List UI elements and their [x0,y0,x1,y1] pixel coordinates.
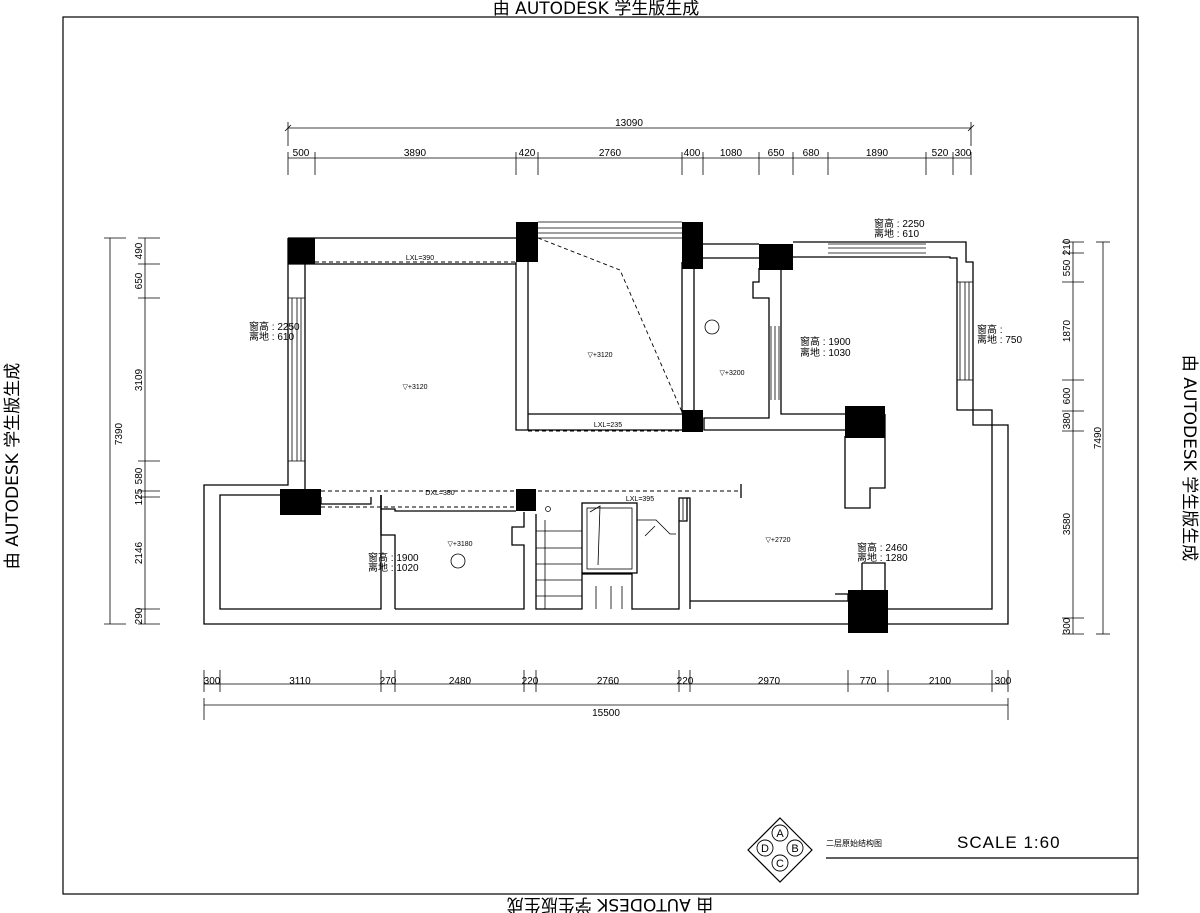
right-dim-7: 300 [1062,617,1073,634]
left-dim-6: 2146 [134,541,145,564]
top-dim-2: 3890 [404,148,427,159]
right-dim-4: 600 [1062,387,1073,404]
window-note-left-upper-sill: 离地 : 610 [249,330,294,343]
beam-label-top-left: LXL=390 [406,255,434,262]
right-dim-2: 550 [1062,259,1073,276]
right-dim-1: 210 [1062,238,1073,255]
top-dim-8: 680 [803,148,820,159]
left-total-dimension: 7390 [114,422,125,445]
beam-label-middle: LXL=235 [594,422,622,429]
top-dim-10: 520 [932,148,949,159]
window-note-lower-right-sill: 离地 : 1280 [857,551,908,564]
compass-letter-a: A [776,828,784,840]
bottom-dimension-chain: 300 3110 270 2480 220 2760 220 2970 770 … [203,670,1012,720]
window-note-right-edge-sill: 离地 : 750 [977,333,1022,346]
top-dim-7: 650 [768,148,785,159]
top-total-dimension: 13090 [615,118,643,129]
bottom-dim-10: 2100 [929,676,952,687]
window-note-lower-left-sill: 离地 : 1020 [368,561,419,574]
top-dim-4: 2760 [599,148,622,159]
structural-columns [280,222,888,633]
beam-label-lower: DXL=380 [425,490,454,497]
bottom-total-dimension: 15500 [592,708,620,719]
level-room-center: ▽+3120 [587,352,612,359]
left-dim-2: 650 [134,272,145,289]
left-dim-4: 580 [134,467,145,484]
level-room-right-small: ▽+3200 [719,370,744,377]
top-dim-11: 300 [955,148,972,159]
watermark-bottom: 由 AUTODESK 学生版生成 [507,894,713,913]
bottom-dim-5: 220 [522,676,539,687]
compass-letter-b: B [791,843,798,855]
left-dim-3: 3109 [134,368,145,391]
window-note-left-upper-height: 窗高 : 2250 [249,320,300,333]
small-marker [545,506,551,512]
top-dim-5: 400 [684,148,701,159]
left-dim-5: 125 [134,488,145,505]
bottom-dim-11: 300 [995,676,1012,687]
compass-icon: A B C D [747,817,813,883]
top-dim-1: 500 [293,148,310,159]
level-room-left: ▽+3120 [402,384,427,391]
compass-letter-d: D [761,843,769,855]
right-total-dimension: 7490 [1093,426,1104,449]
left-dimension-chain: 7390 490 650 3109 580 125 2146 290 [104,237,160,625]
floor-drain-lower [450,553,466,569]
bottom-dim-1: 300 [204,676,221,687]
floor-drain-upper [704,319,720,335]
top-dimension-chain: 13090 500 3890 420 2760 400 1080 650 680… [284,118,975,175]
bottom-dim-7: 220 [677,676,694,687]
window-note-top-right-height: 窗高 : 2250 [874,217,925,230]
title-block: A B C D 二层原始结构图 SCALE 1:60 [747,817,1138,883]
watermark-left: 由 AUTODESK 学生版生成 [3,363,23,569]
left-dim-7: 290 [134,607,145,624]
drawing-name: 二层原始结构图 [826,838,882,848]
window-note-lower-left-height: 窗高 : 1900 [368,551,419,564]
drawing-frame [62,16,1139,895]
watermark-right: 由 AUTODESK 学生版生成 [1179,355,1199,561]
compass-letter-c: C [776,858,784,870]
bottom-dim-8: 2970 [758,676,781,687]
window-note-middle-right-height: 窗高 : 1900 [800,335,851,348]
right-dim-5: 380 [1062,412,1073,429]
window-note-lower-right-height: 窗高 : 2460 [857,541,908,554]
window-note-middle-right-sill: 离地 : 1030 [800,346,851,359]
drawing-scale: SCALE 1:60 [957,833,1061,852]
bottom-dim-4: 2480 [449,676,472,687]
beam-lines: LXL=390 LXL=235 DXL=380 LXL=395 [315,237,741,508]
bottom-dim-9: 770 [860,676,877,687]
top-dim-9: 1890 [866,148,889,159]
top-dim-6: 1080 [720,148,743,159]
left-dim-1: 490 [134,242,145,259]
right-dim-3: 1870 [1062,319,1073,342]
beam-label-stair: LXL=395 [626,496,654,503]
watermark-top: 由 AUTODESK 学生版生成 [493,0,699,19]
top-dim-3: 420 [519,148,536,159]
right-dimension-chain: 210 550 1870 600 380 3580 300 7490 [1062,238,1110,635]
right-dim-6: 3580 [1062,512,1073,535]
level-room-lower-mid: ▽+3180 [447,541,472,548]
level-room-lower-right: ▽+2720 [765,537,790,544]
bottom-dim-3: 270 [380,676,397,687]
window-note-right-edge-height: 窗高 : [977,323,1003,336]
window-note-top-right-sill: 离地 : 610 [874,227,919,240]
bottom-dim-2: 3110 [289,676,311,687]
bottom-dim-6: 2760 [597,676,620,687]
